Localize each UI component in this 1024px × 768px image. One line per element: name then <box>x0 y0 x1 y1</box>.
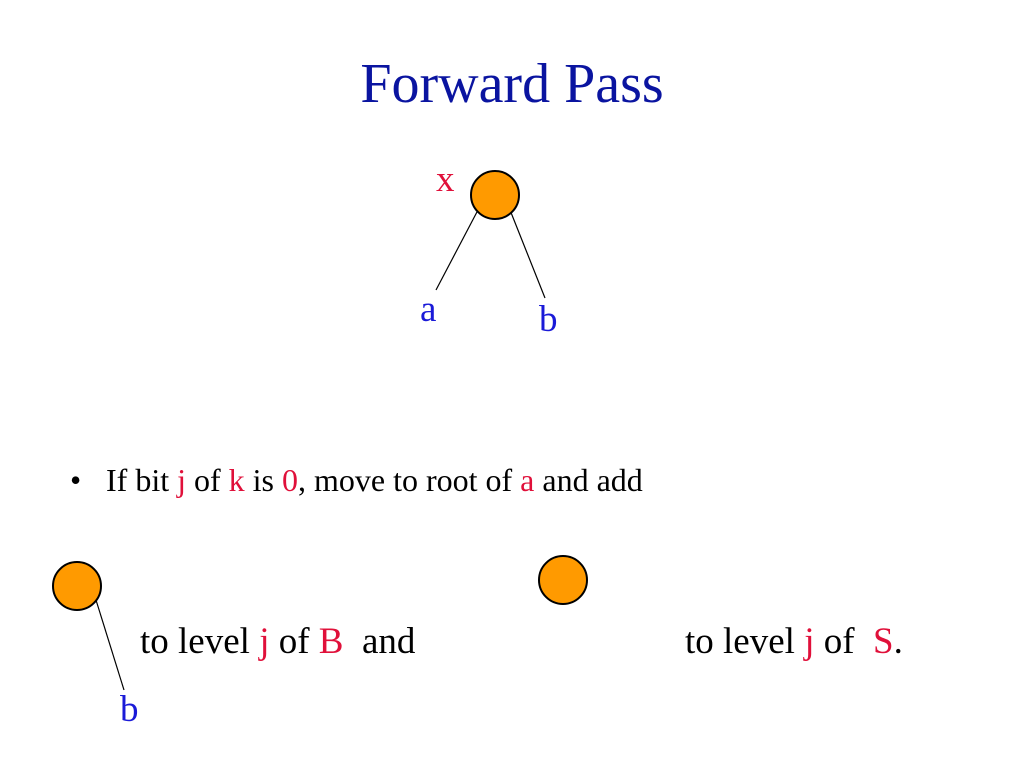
slide-title: Forward Pass <box>360 53 664 115</box>
small-tree-child-label-b: b <box>120 689 139 730</box>
line-text-part: . <box>893 621 903 662</box>
edge-small-root-to-b <box>95 599 125 691</box>
small-root-node <box>52 561 102 611</box>
root-label-x: x <box>436 159 455 200</box>
bullet-text-part: is <box>244 462 282 498</box>
edge-root-to-b <box>509 209 546 299</box>
var-a: a <box>520 462 535 498</box>
bullet-text-part: of <box>185 462 229 498</box>
bullet-text-part: If bit <box>106 462 178 498</box>
bullet-text-part: and add <box>534 462 643 498</box>
value-zero: 0 <box>281 462 298 498</box>
standalone-node <box>538 555 588 605</box>
right-child-label-b: b <box>539 299 558 340</box>
var-j: j <box>177 462 186 498</box>
line-level-of-B: to level j of B and <box>140 620 415 664</box>
root-node-x <box>470 170 520 220</box>
line-text-part: of <box>814 621 874 662</box>
var-k: k <box>228 462 245 498</box>
var-B: B <box>318 621 344 662</box>
line-text-part: of <box>269 621 319 662</box>
var-j: j <box>259 621 270 662</box>
line-text-part: and <box>343 621 416 662</box>
line-text-part: to level <box>140 621 260 662</box>
var-S: S <box>873 621 894 662</box>
var-j: j <box>804 621 815 662</box>
line-level-of-S: to level j of S. <box>685 620 903 664</box>
edge-root-to-a <box>435 209 479 291</box>
bullet-item: • If bit j of k is 0, move to root of a a… <box>70 460 643 500</box>
bullet-marker: • <box>70 462 82 498</box>
line-text-part: to level <box>685 621 805 662</box>
left-child-label-a: a <box>420 289 437 330</box>
bullet-text-part: , move to root of <box>297 462 521 498</box>
